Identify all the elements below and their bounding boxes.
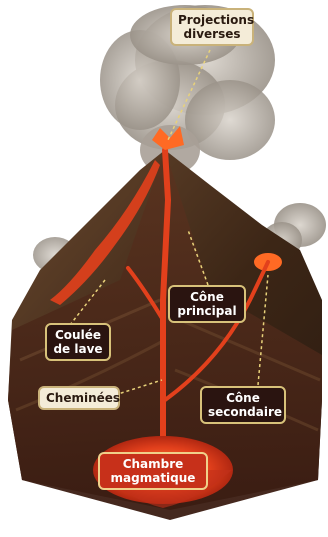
label-projections-line2: diverses xyxy=(178,27,246,41)
label-projections-diverses: Projections diverses xyxy=(170,8,254,46)
label-coulee-de-lave: Coulée de lave xyxy=(45,323,111,361)
label-projections-line1: Projections xyxy=(178,13,246,27)
label-coulee-line2: de lave xyxy=(53,342,103,356)
label-cheminees-text: Cheminées xyxy=(46,391,112,405)
label-chambre-line2: magmatique xyxy=(106,471,200,485)
label-cone-principal-line2: principal xyxy=(176,304,238,318)
label-coulee-line1: Coulée xyxy=(53,328,103,342)
label-cone-principal-line1: Cône xyxy=(176,290,238,304)
label-cone-principal: Cône principal xyxy=(168,285,246,323)
label-chambre-line1: Chambre xyxy=(106,457,200,471)
label-cheminees: Cheminées xyxy=(38,386,120,410)
label-chambre-magmatique: Chambre magmatique xyxy=(98,452,208,490)
label-cone-secondaire: Cône secondaire xyxy=(200,386,286,424)
label-cone-secondaire-line1: Cône xyxy=(208,391,278,405)
label-cone-secondaire-line2: secondaire xyxy=(208,405,278,419)
